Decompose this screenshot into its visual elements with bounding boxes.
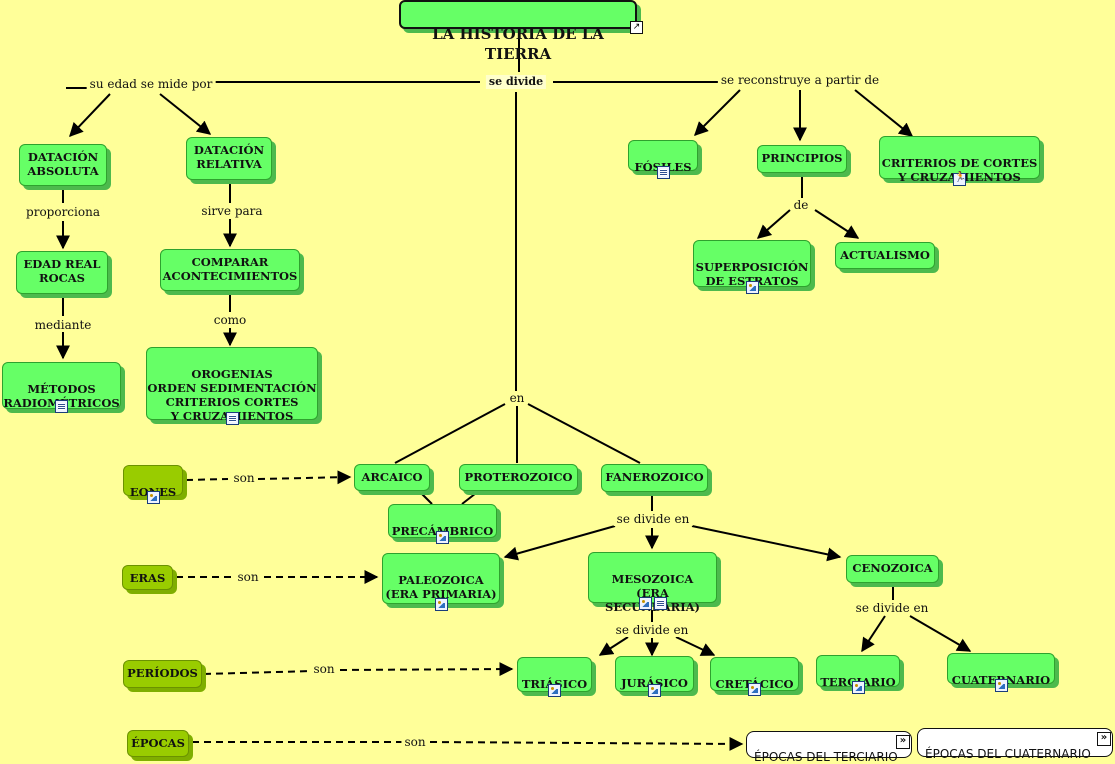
- expand-icon[interactable]: »: [1097, 732, 1111, 746]
- epocas-cuaternario-label: ÉPOCAS DEL CUATERNARIO: [925, 747, 1091, 761]
- link-label-son-eones: son: [230, 471, 258, 485]
- mesozoica-label: MESOZOICA (ERA SECUNDARIA): [605, 572, 700, 614]
- image-icon[interactable]: [648, 684, 661, 697]
- node-fanerozoico[interactable]: FANEROZOICO: [601, 464, 708, 492]
- node-paleozoica[interactable]: PALEOZOICA (ERA PRIMARIA): [382, 553, 500, 611]
- node-superposicion[interactable]: SUPERPOSICIÓN DE ESTRATOS: [693, 240, 811, 294]
- link-label-se-reconstruye: se reconstruye a partir de: [717, 73, 883, 87]
- document-icon[interactable]: [656, 166, 670, 179]
- node-periodos[interactable]: PERÍODOS: [123, 660, 202, 688]
- link-label-proporciona: proporciona: [23, 205, 103, 219]
- node-cuaternario[interactable]: CUATERNARIO: [947, 653, 1055, 692]
- image-icon[interactable]: [748, 683, 761, 696]
- jurasico-label: JURÁSICO: [621, 676, 688, 690]
- image-icon[interactable]: [434, 598, 448, 611]
- image-icon[interactable]: [436, 531, 449, 544]
- link-label-se-divide-en-cenozoica: se divide en: [852, 601, 932, 615]
- link-label-mediante: mediante: [31, 318, 95, 332]
- link-label-sirve-para: sirve para: [198, 204, 266, 218]
- node-jurasico[interactable]: JURÁSICO: [615, 656, 694, 697]
- superposicion-label: SUPERPOSICIÓN DE ESTRATOS: [695, 260, 809, 288]
- node-proterozoico[interactable]: PROTEROZOICO: [459, 464, 578, 491]
- document-icon[interactable]: [225, 412, 239, 425]
- expand-icon[interactable]: »: [896, 735, 910, 749]
- node-cretacico[interactable]: CRETÁCICO: [710, 657, 799, 696]
- node-criterios-cortes[interactable]: CRITERIOS DE CORTES Y CRUZAMIENTOS: [879, 136, 1040, 186]
- image-icon[interactable]: [146, 491, 160, 504]
- title-text: LA HISTORIA DE LA TIERRA: [432, 25, 604, 63]
- map-title[interactable]: LA HISTORIA DE LA TIERRA: [399, 0, 637, 63]
- document-icon[interactable]: [55, 400, 68, 413]
- link-label-de: de: [790, 198, 812, 212]
- node-precambrico[interactable]: PRECÁMBRICO: [388, 504, 497, 544]
- link-label-son-periodos: son: [310, 662, 338, 676]
- link-label-su-edad: su edad se mide por: [86, 77, 216, 91]
- link-label-se-divide-en-mesozoica: se divide en: [612, 623, 692, 637]
- epocas-terciario-label: ÉPOCAS DEL TERCIARIO: [754, 750, 898, 764]
- external-link-icon[interactable]: ↗: [630, 21, 643, 34]
- node-epocas-del-cuaternario[interactable]: ÉPOCAS DEL CUATERNARIO »: [917, 728, 1113, 761]
- node-eras[interactable]: ERAS: [122, 565, 173, 590]
- node-cenozoica[interactable]: CENOZOICA: [846, 555, 939, 583]
- node-terciario[interactable]: TERCIARIO: [816, 655, 900, 694]
- run-activity-icon[interactable]: [953, 171, 966, 186]
- image-icon[interactable]: [745, 281, 759, 294]
- node-arcaico[interactable]: ARCAICO: [354, 464, 430, 491]
- image-icon[interactable]: [638, 597, 652, 610]
- node-epocas-del-terciario[interactable]: ÉPOCAS DEL TERCIARIO »: [746, 731, 912, 764]
- node-comparar-acontecimientos[interactable]: COMPARAR ACONTECIMIENTOS: [160, 249, 300, 291]
- paleozoica-label: PALEOZOICA (ERA PRIMARIA): [385, 573, 497, 601]
- node-eones[interactable]: EONES: [123, 465, 183, 504]
- node-datacion-relativa[interactable]: DATACIÓN RELATIVA: [186, 137, 272, 180]
- node-datacion-absoluta[interactable]: DATACIÓN ABSOLUTA: [19, 144, 107, 186]
- link-label-son-epocas: son: [401, 735, 429, 749]
- image-icon[interactable]: [851, 681, 865, 694]
- link-label-se-divide-en-fanerozoico: se divide en: [613, 512, 693, 526]
- node-fosiles[interactable]: FÓSILES: [628, 140, 698, 179]
- node-metodos-radiometricos[interactable]: MÉTODOS RADIOMÉTRICOS: [2, 362, 121, 413]
- node-principios[interactable]: PRINCIPIOS: [757, 145, 847, 173]
- node-actualismo[interactable]: ACTUALISMO: [835, 242, 935, 269]
- link-label-en: en: [506, 391, 528, 405]
- image-icon[interactable]: [994, 679, 1008, 692]
- link-label-como: como: [210, 313, 250, 327]
- document-icon[interactable]: [653, 597, 667, 610]
- node-mesozoica[interactable]: MESOZOICA (ERA SECUNDARIA): [588, 552, 717, 614]
- node-edad-real-rocas[interactable]: EDAD REAL ROCAS: [16, 251, 108, 294]
- link-label-son-eras: son: [234, 570, 262, 584]
- image-icon[interactable]: [548, 684, 561, 697]
- node-triasico[interactable]: TRIÁSICO: [517, 657, 592, 697]
- node-orogenias[interactable]: OROGENIAS ORDEN SEDIMENTACIÓN CRITERIOS …: [146, 347, 318, 425]
- link-label-se-divide: se divide: [485, 75, 547, 89]
- node-epocas[interactable]: ÉPOCAS: [127, 730, 189, 757]
